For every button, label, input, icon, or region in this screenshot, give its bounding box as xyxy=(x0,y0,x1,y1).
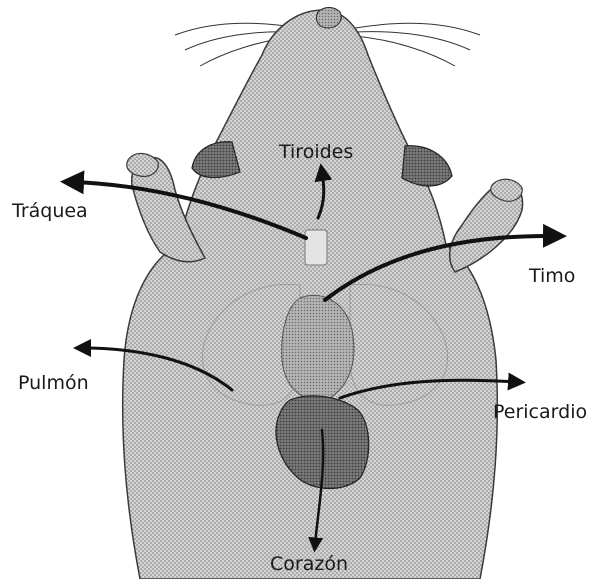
label-timo: Timo xyxy=(529,267,575,286)
left-ear xyxy=(192,142,240,178)
right-ear xyxy=(402,146,452,186)
label-pulmon: Pulmón xyxy=(18,374,89,393)
nose xyxy=(316,8,341,29)
label-traquea: Tráquea xyxy=(12,202,88,221)
label-pericardio: Pericardio xyxy=(493,403,587,422)
label-corazon: Corazón xyxy=(270,555,348,574)
label-tiroides: Tiroides xyxy=(279,143,353,162)
trachea xyxy=(305,230,327,265)
thymus xyxy=(282,295,354,399)
rat-body xyxy=(123,10,498,579)
